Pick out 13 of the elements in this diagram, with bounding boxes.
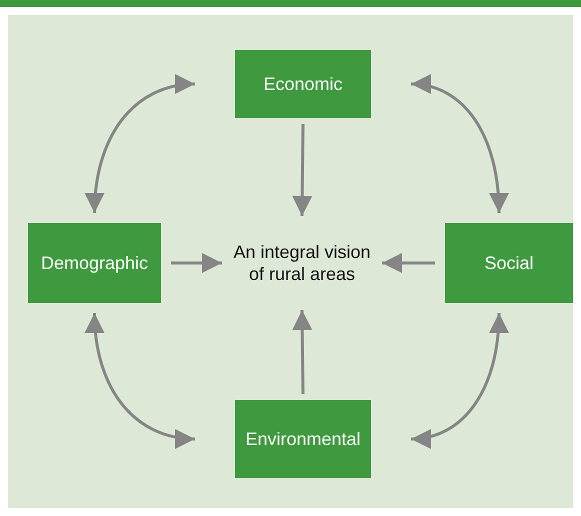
category-box: Environmental xyxy=(235,400,371,478)
arrow xyxy=(410,76,508,214)
category-box: Economic xyxy=(235,50,371,118)
arrow xyxy=(410,312,508,448)
arrow xyxy=(382,253,435,273)
arrow xyxy=(85,75,196,214)
center-text: An integral vision of rural areas xyxy=(232,222,372,304)
category-box: Social xyxy=(445,223,573,303)
arrow xyxy=(292,310,312,394)
category-box: Demographic xyxy=(28,223,161,303)
arrow xyxy=(171,253,222,273)
arrow xyxy=(292,124,312,216)
arrow xyxy=(85,312,196,448)
